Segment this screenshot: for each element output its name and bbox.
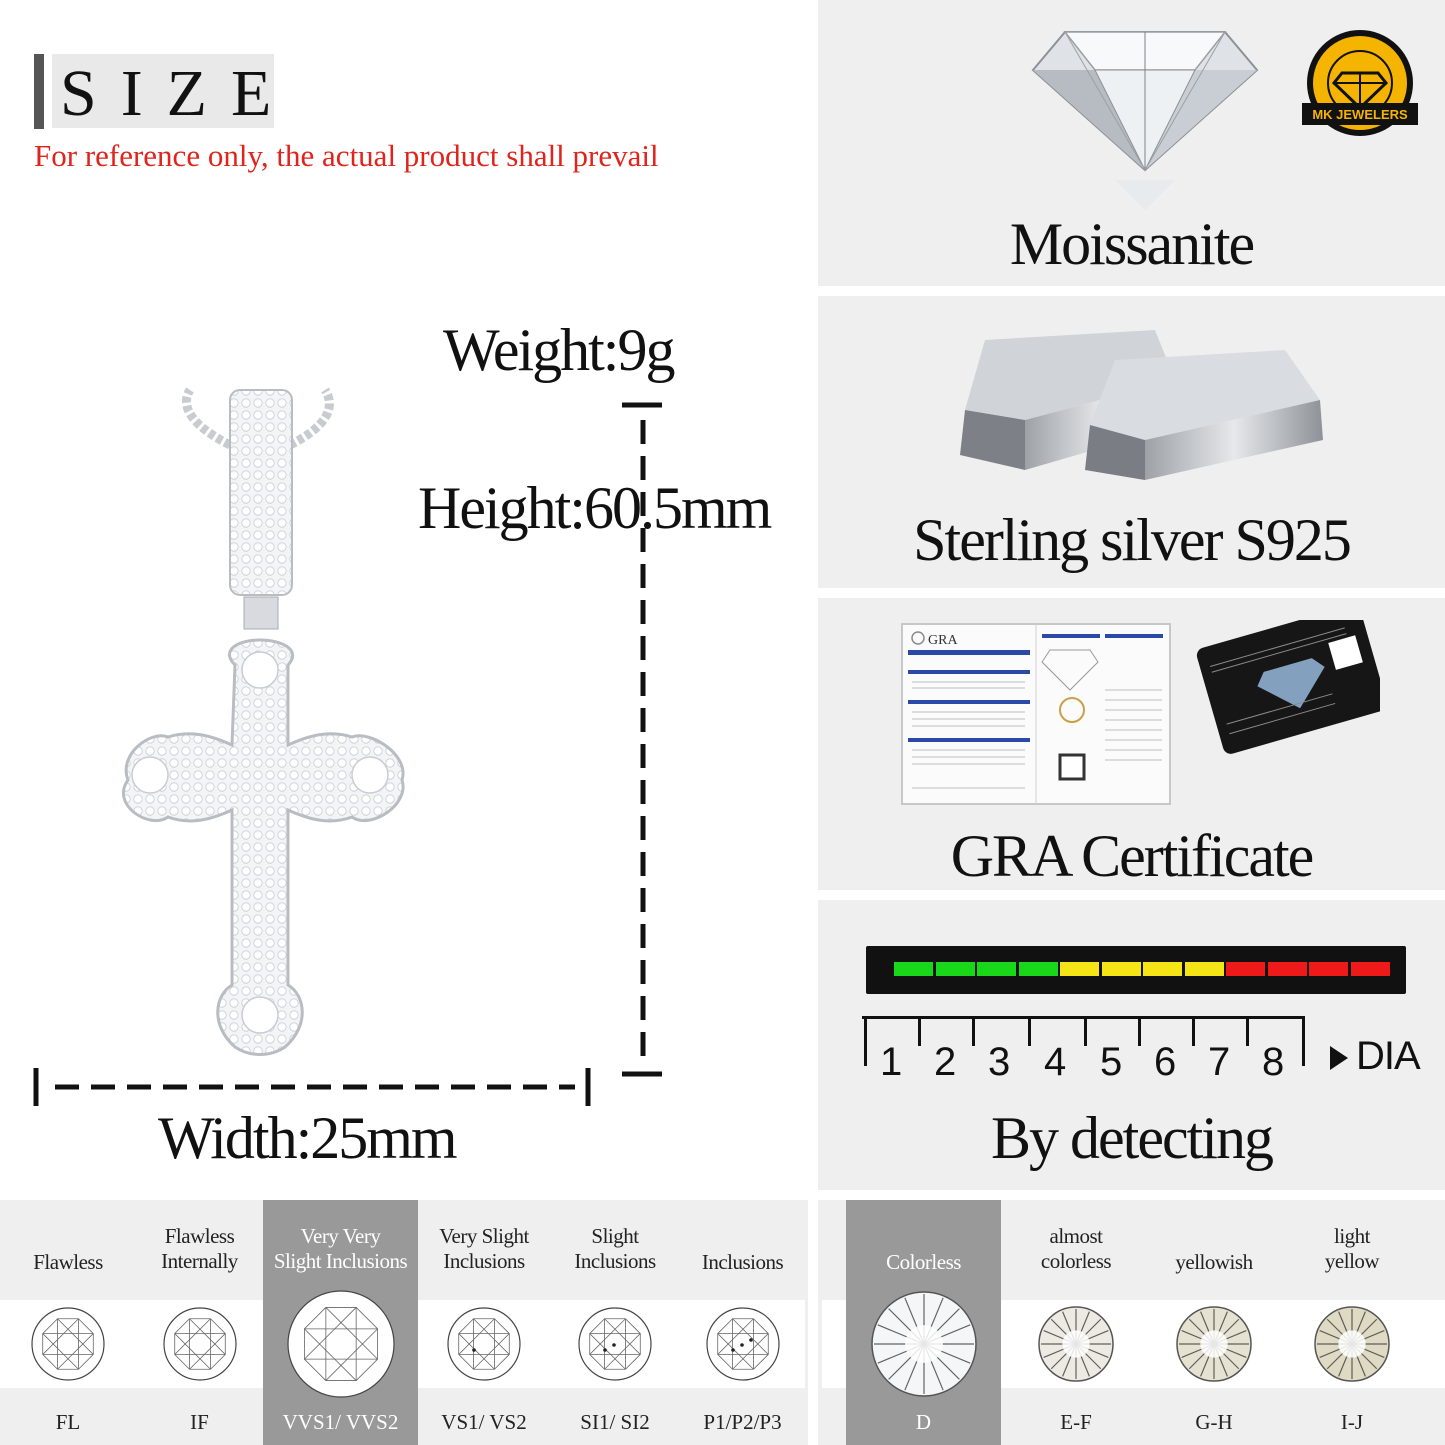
tester-segment	[1267, 962, 1307, 976]
scale-tick	[1028, 1016, 1031, 1046]
silver-bars-image	[960, 330, 1323, 480]
mk-jewelers-logo: MK JEWELERS	[1302, 30, 1418, 136]
scale-tick	[1084, 1016, 1087, 1046]
diamond-icon	[1147, 1300, 1281, 1388]
scale-number: 2	[934, 1040, 957, 1084]
size-disclaimer: For reference only, the actual product s…	[34, 138, 659, 173]
tester-segment	[1350, 962, 1390, 976]
color-label: Colorless	[886, 1250, 961, 1274]
clarity-grade-p1-p2-p3: Inclusions P1/P2/P3	[680, 1200, 805, 1445]
scale-tick	[1192, 1016, 1195, 1046]
dia-label: DIA	[1356, 1034, 1421, 1078]
tester-segment	[1309, 962, 1348, 976]
clarity-code: FL	[55, 1410, 81, 1434]
scale-tick	[918, 1016, 921, 1046]
gra-certificate-image: GRA	[901, 620, 1380, 805]
clarity-label: Inclusions	[701, 1250, 784, 1274]
scale-tick	[972, 1016, 975, 1046]
certificate-header: GRA	[928, 633, 958, 648]
scale-number: 1	[880, 1040, 903, 1084]
scale-number: 8	[1262, 1040, 1285, 1084]
scale-tick	[1138, 1016, 1141, 1046]
diamond-icon	[680, 1300, 805, 1388]
scale-number: 3	[988, 1040, 1011, 1084]
title-accent-bar	[34, 54, 44, 129]
scale-number: 7	[1208, 1040, 1231, 1084]
scale-tick	[1302, 1016, 1305, 1066]
color-code: G-H	[1195, 1410, 1233, 1434]
weight-label: Weight:9g	[443, 317, 675, 383]
diamond-icon	[0, 1300, 136, 1388]
height-label: Height:60.5mm	[418, 475, 772, 541]
clarity-code: SI1/ SI2	[580, 1410, 650, 1434]
scale-tick	[1246, 1016, 1249, 1046]
diamond-icon	[1281, 1300, 1423, 1388]
diamond-tester-bar	[866, 946, 1406, 994]
triangle-right-icon	[1330, 1046, 1348, 1070]
width-label: Width:25mm	[158, 1105, 458, 1171]
clarity-code: VS1/ VS2	[441, 1410, 527, 1434]
scale-tick	[864, 1016, 867, 1066]
detecting-title: By detecting	[991, 1105, 1274, 1171]
color-code: E-F	[1060, 1410, 1092, 1434]
dimension-lines	[33, 402, 662, 1106]
moissanite-gem-image	[1031, 31, 1259, 210]
tester-segment	[894, 962, 933, 976]
diamond-icon	[263, 1290, 418, 1398]
tester-segment	[1184, 962, 1224, 976]
tester-segment	[1060, 962, 1099, 976]
scale-number: 5	[1100, 1040, 1123, 1084]
scale-number: 4	[1044, 1040, 1067, 1084]
size-title: SIZE	[60, 57, 296, 130]
tester-scale-line	[862, 1016, 1304, 1019]
clarity-label: Flawless	[33, 1250, 103, 1274]
clarity-code: VVS1/ VVS2	[282, 1410, 399, 1434]
moissanite-title: Moissanite	[1009, 211, 1255, 277]
scale-number: 6	[1154, 1040, 1177, 1084]
color-label: yellowish	[1175, 1250, 1253, 1274]
color-grade-g-h: yellowish G-H	[1147, 1200, 1281, 1445]
color-grade-d: Colorless D	[846, 1200, 1001, 1445]
tester-segment	[935, 962, 975, 976]
certificate-title: GRA Certificate	[950, 823, 1315, 889]
color-code: I-J	[1340, 1410, 1364, 1434]
tester-segment	[1018, 962, 1058, 976]
tester-segment	[1226, 962, 1265, 976]
clarity-code: IF	[190, 1410, 209, 1434]
diamond-icon	[136, 1300, 263, 1388]
tester-segment	[1101, 962, 1141, 976]
tester-segment	[1143, 962, 1182, 976]
diamond-icon	[846, 1291, 1001, 1397]
silver-title: Sterling silver S925	[913, 507, 1352, 573]
diamond-icon	[550, 1300, 680, 1388]
title-background	[52, 54, 274, 128]
clarity-grade-fl: Flawless FL	[0, 1200, 136, 1445]
cross-pendant-image	[121, 387, 405, 1056]
logo-name: MK JEWELERS	[1312, 107, 1408, 122]
tester-segment	[977, 962, 1016, 976]
diamond-icon	[418, 1300, 550, 1388]
color-code: D	[915, 1410, 932, 1434]
diamond-icon	[1005, 1300, 1147, 1388]
clarity-code: P1/P2/P3	[703, 1410, 782, 1434]
